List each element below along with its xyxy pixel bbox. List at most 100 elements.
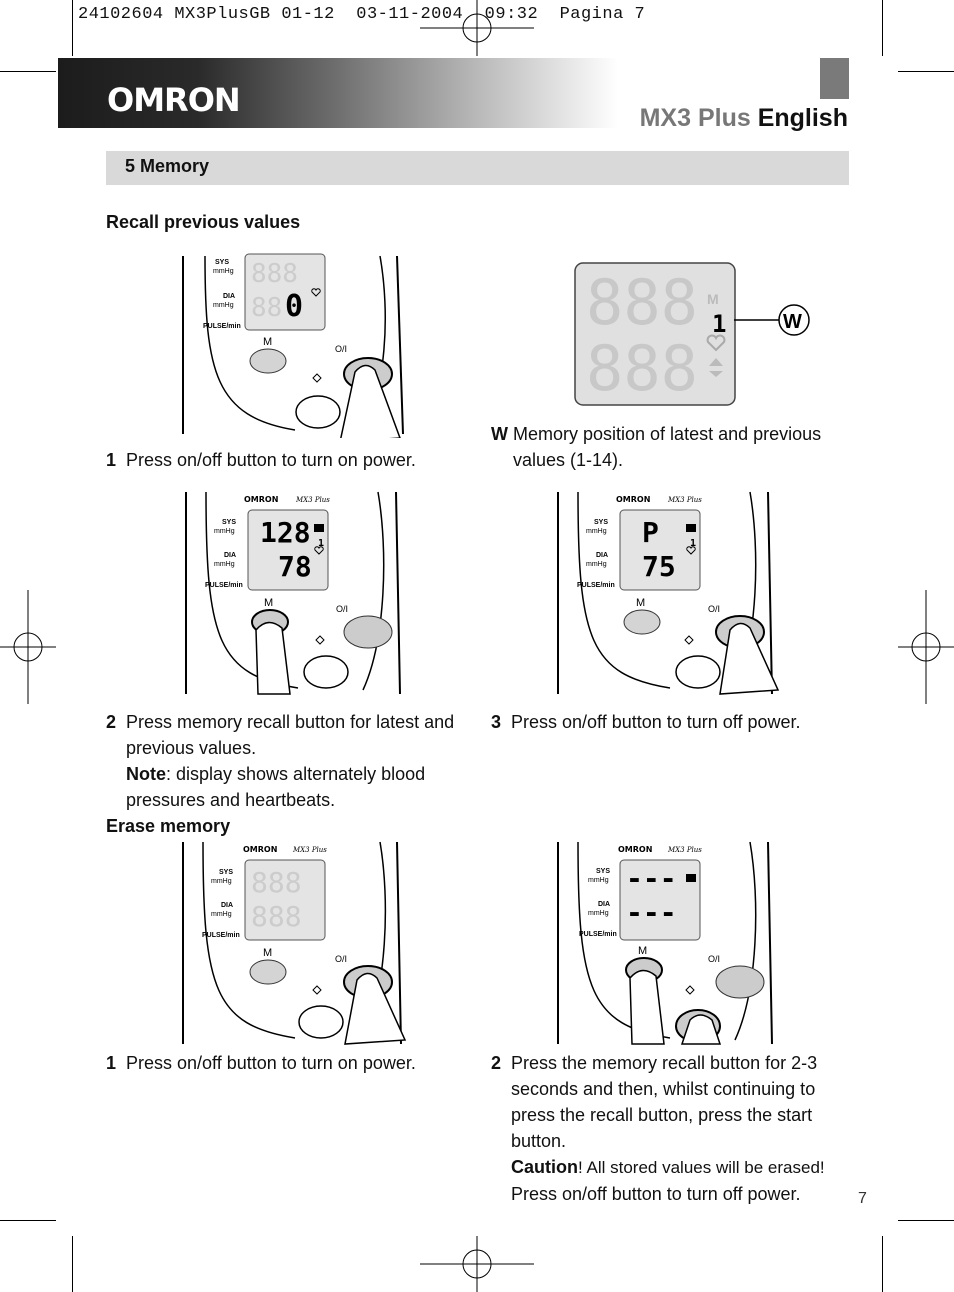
sys-label: SYS: [594, 519, 608, 526]
crop-mark: [882, 1236, 883, 1292]
onoff-label: O/I: [708, 604, 720, 614]
onoff-label: O/I: [708, 954, 720, 964]
svg-text:888: 888: [251, 900, 302, 933]
memory-button[interactable]: [249, 348, 287, 374]
recall-step-2: 2 Press memory recall button for latest …: [106, 712, 455, 810]
mmhg-label: mmHg: [214, 528, 235, 535]
mmhg-label: mmHg: [586, 528, 607, 535]
finger-icon: [680, 1014, 722, 1045]
section-bar: [106, 151, 849, 185]
dia-label: DIA: [221, 902, 233, 909]
m-label: M: [264, 597, 273, 609]
omron-logo: OMRON: [107, 81, 241, 119]
recall-heading: Recall previous values: [106, 212, 301, 232]
finger-icon: [629, 969, 665, 1045]
start-button[interactable]: [295, 395, 341, 429]
mmhg-label: mmHg: [213, 268, 234, 275]
recall-step-1: 1 Press on/off button to turn on power.: [106, 450, 416, 470]
crop-mark: [72, 0, 73, 56]
onoff-label: O/I: [336, 604, 348, 614]
display-sys-value: ---: [626, 862, 677, 895]
registration-mark: [420, 1236, 534, 1292]
registration-mark: [898, 590, 954, 704]
mmhg-label: mmHg: [211, 878, 232, 885]
svg-text:888: 888: [251, 866, 302, 899]
onoff-button[interactable]: [715, 965, 765, 999]
display-mem-value: 1: [318, 538, 324, 549]
device-brand: OMRON: [616, 495, 650, 504]
finger-icon: [255, 621, 291, 695]
memory-position-value: 1: [712, 310, 726, 338]
crop-mark: [0, 1220, 56, 1221]
device-model: MX3 Plus: [667, 496, 702, 504]
sys-label: SYS: [215, 259, 229, 266]
finger-icon: [719, 622, 780, 695]
display-dia-value: 78: [278, 550, 312, 583]
pulse-label: PULSE/min: [202, 932, 240, 939]
device-model: MX3 Plus: [292, 846, 327, 854]
erase-heading: Erase memory: [106, 816, 231, 836]
registration-mark: [420, 0, 534, 56]
m-label: M: [636, 597, 645, 609]
device-model: MX3 Plus: [295, 496, 330, 504]
dia-label: DIA: [598, 901, 610, 908]
language-label: English: [757, 104, 848, 132]
display-sys-value: P: [642, 516, 659, 549]
onoff-label: O/I: [335, 954, 347, 964]
onoff-button[interactable]: [343, 615, 393, 649]
figure-erase-memory: OMRON MX3 Plus SYS mmHg DIA mmHg PULSE/m…: [557, 841, 773, 1045]
start-button[interactable]: [298, 1005, 344, 1039]
start-button[interactable]: [303, 655, 349, 689]
sys-label: SYS: [222, 519, 236, 526]
mmhg-label: mmHg: [211, 911, 232, 918]
figure-recall-memory: OMRON MX3 Plus SYS mmHg DIA mmHg PULSE/m…: [185, 491, 401, 695]
print-slug: 24102604 MX3PlusGB 01-12 03-11-2004 09:3…: [78, 5, 646, 24]
m-label: M: [263, 336, 272, 348]
figure-memory-position: 888 888 M 1 W: [574, 262, 810, 406]
crop-mark: [882, 0, 883, 56]
mmhg-label: mmHg: [588, 910, 609, 917]
memory-button[interactable]: [623, 609, 661, 635]
w-callout-label: W: [783, 311, 802, 333]
pulse-label: PULSE/min: [579, 931, 617, 938]
device-brand: OMRON: [244, 495, 278, 504]
onoff-label: O/I: [335, 344, 347, 354]
device-brand: OMRON: [618, 845, 652, 854]
mmhg-label: mmHg: [586, 561, 607, 568]
caution-label: Caution: [511, 1157, 578, 1177]
display-dia-value: 0: [285, 289, 303, 324]
m-label: M: [263, 947, 272, 959]
display-sys-value: 128: [260, 516, 311, 549]
recall-step-3: 3 Press on/off button to turn off power.: [491, 712, 801, 732]
display-dia-value: ---: [626, 896, 677, 929]
mmhg-label: mmHg: [588, 877, 609, 884]
svg-text:88: 88: [251, 293, 282, 323]
dia-label: DIA: [223, 293, 235, 300]
note-label: Note: [126, 764, 166, 784]
page-number: 7: [858, 1190, 867, 1207]
device-brand: OMRON: [243, 845, 277, 854]
figure-recall-power-on: SYS mmHg DIA mmHg PULSE/min 888 88 0 M O…: [182, 253, 404, 438]
product-name: MX3 Plus: [639, 104, 751, 132]
svg-text:888: 888: [586, 332, 698, 405]
svg-text:888: 888: [251, 259, 298, 289]
crop-mark: [0, 71, 56, 72]
start-button[interactable]: [675, 655, 721, 689]
dia-label: DIA: [224, 552, 236, 559]
figure-recall-power-off: OMRON MX3 Plus SYS mmHg DIA mmHg PULSE/m…: [557, 491, 780, 695]
svg-text:M: M: [707, 291, 719, 307]
header-banner: [58, 58, 618, 128]
svg-text:888: 888: [586, 266, 698, 339]
section-title: 5 Memory: [125, 156, 210, 176]
finger-icon: [340, 364, 401, 438]
erase-step-2: 2 Press the memory recall button for 2-3…: [491, 1053, 825, 1204]
display-dia-value: 75: [642, 550, 676, 583]
finger-icon: [344, 972, 407, 1045]
pulse-label: PULSE/min: [205, 582, 243, 589]
memory-button[interactable]: [249, 959, 287, 985]
m-label: M: [638, 945, 647, 957]
dia-label: DIA: [596, 552, 608, 559]
mmhg-label: mmHg: [214, 561, 235, 568]
pulse-label: PULSE/min: [203, 323, 241, 330]
pulse-label: PULSE/min: [577, 582, 615, 589]
